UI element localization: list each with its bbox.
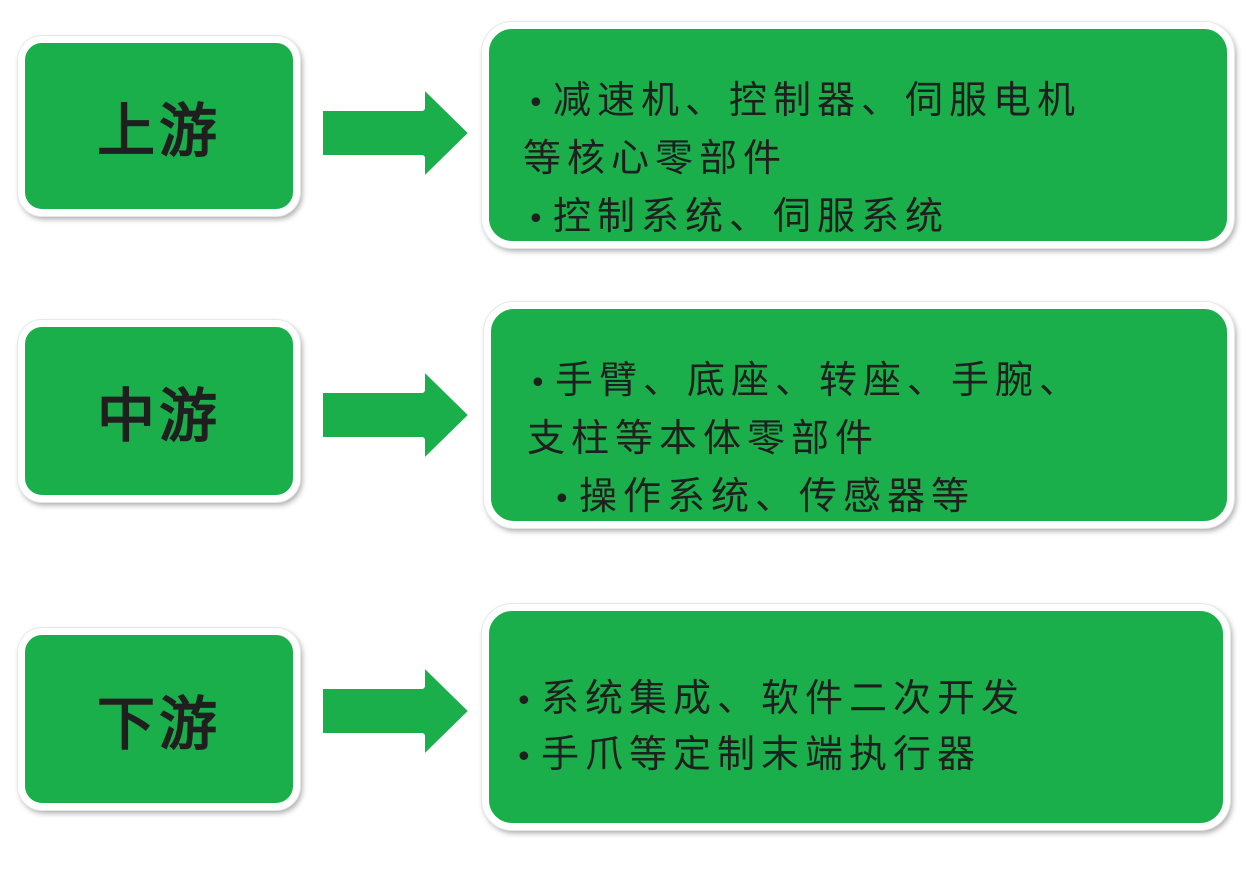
bullet-icon: • bbox=[515, 684, 533, 719]
detail-line: 支柱等本体零部件 bbox=[527, 416, 880, 460]
bullet-icon: • bbox=[553, 482, 571, 517]
arrow-right-icon bbox=[317, 81, 475, 185]
detail-line: •减速机、控制器、伺服电机 bbox=[527, 78, 1082, 122]
bullet-icon: • bbox=[527, 86, 545, 121]
stage-box-downstream: 下游 bbox=[18, 628, 300, 810]
bullet-icon: • bbox=[529, 366, 547, 401]
arrow-right-icon bbox=[317, 659, 475, 763]
stage-box-upstream: 上游 bbox=[18, 36, 300, 216]
stage-label-upstream: 上游 bbox=[96, 97, 221, 165]
bullet-icon: • bbox=[515, 740, 533, 775]
detail-line: •控制系统、伺服系统 bbox=[527, 194, 950, 238]
detail-line: •操作系统、传感器等 bbox=[553, 474, 976, 518]
stage-label-midstream: 中游 bbox=[96, 382, 221, 450]
detail-line: •系统集成、软件二次开发 bbox=[515, 676, 1026, 720]
stage-detail-upstream: •减速机、控制器、伺服电机 等核心零部件 •控制系统、伺服系统 bbox=[482, 22, 1234, 248]
detail-line: •手臂、底座、转座、手腕、 bbox=[529, 358, 1084, 402]
stage-label-downstream: 下游 bbox=[96, 690, 221, 758]
stage-box-midstream: 中游 bbox=[18, 320, 300, 502]
stage-detail-downstream: •系统集成、软件二次开发 •手爪等定制末端执行器 bbox=[482, 604, 1230, 830]
arrow-right-icon bbox=[317, 363, 475, 467]
detail-line: •手爪等定制末端执行器 bbox=[515, 732, 982, 776]
detail-line: 等核心零部件 bbox=[523, 136, 788, 180]
stage-detail-midstream: •手臂、底座、转座、手腕、 支柱等本体零部件 •操作系统、传感器等 bbox=[484, 302, 1234, 528]
bullet-icon: • bbox=[527, 202, 545, 237]
